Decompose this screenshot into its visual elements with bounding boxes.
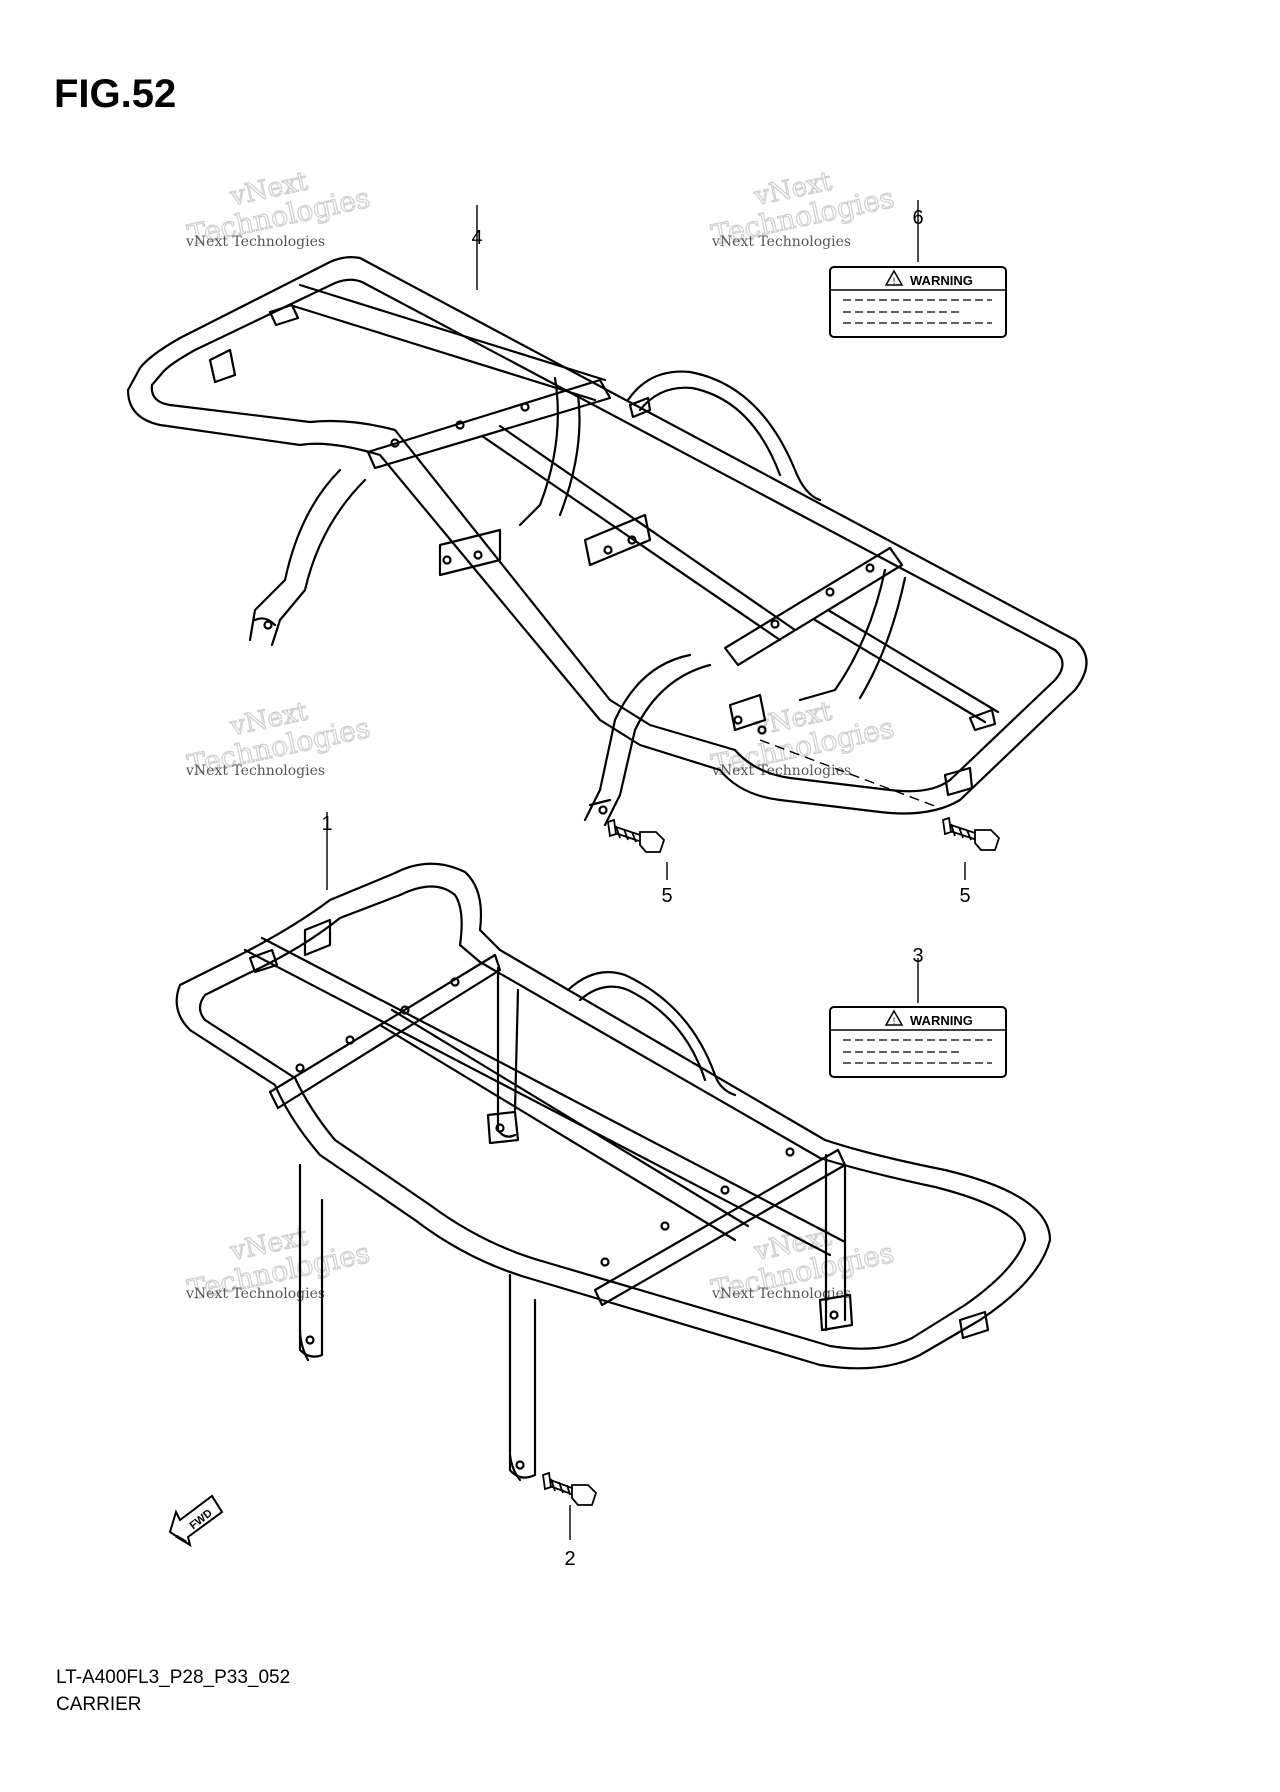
rear-carrier <box>126 256 1088 827</box>
watermark-group: Technologies vNext Technologies vNext Te… <box>184 166 897 1308</box>
svg-text:!: ! <box>893 1016 896 1026</box>
warning-triangle-icon <box>884 1009 904 1026</box>
watermark-small-1: vNext Technologies <box>185 234 325 250</box>
svg-text:!: ! <box>893 276 896 286</box>
fwd-arrow-icon: FWD <box>168 1494 224 1548</box>
diagram-code: LT-A400FL3_P28_P33_052 <box>56 1667 291 1688</box>
watermark-small-2: vNext Technologies <box>711 234 851 250</box>
watermark-small-3: vNext Technologies <box>185 763 325 779</box>
diagram-name: CARRIER <box>56 1694 142 1715</box>
rear-warning-text: WARNING <box>910 273 973 288</box>
callout-4: 4 <box>471 227 482 249</box>
watermark-small-group: vNext Technologies vNext Technologies vN… <box>185 234 851 1302</box>
front-bolt <box>542 1471 598 1506</box>
rear-warning-label: ! WARNING <box>829 266 1007 338</box>
watermark-small-4: vNext Technologies <box>711 763 851 779</box>
callout-3: 3 <box>912 945 923 967</box>
rear-bolt-right <box>942 816 1001 851</box>
front-carrier <box>175 862 1052 1482</box>
watermark-small-5: vNext Technologies <box>185 1286 325 1302</box>
front-warning-label: ! WARNING <box>829 1006 1007 1078</box>
rear-leader-lines <box>326 200 966 1540</box>
figure-title: FIG.52 <box>54 72 177 116</box>
front-warning-text: WARNING <box>910 1013 973 1028</box>
watermark-small-6: vNext Technologies <box>711 1286 851 1302</box>
callout-6: 6 <box>912 207 923 229</box>
warning-triangle-icon <box>884 269 904 286</box>
callout-5-left: 5 <box>661 885 672 907</box>
callout-2: 2 <box>564 1548 575 1570</box>
callout-1: 1 <box>321 813 332 835</box>
rear-bolt-left <box>607 818 666 853</box>
callout-5-right: 5 <box>959 885 970 907</box>
